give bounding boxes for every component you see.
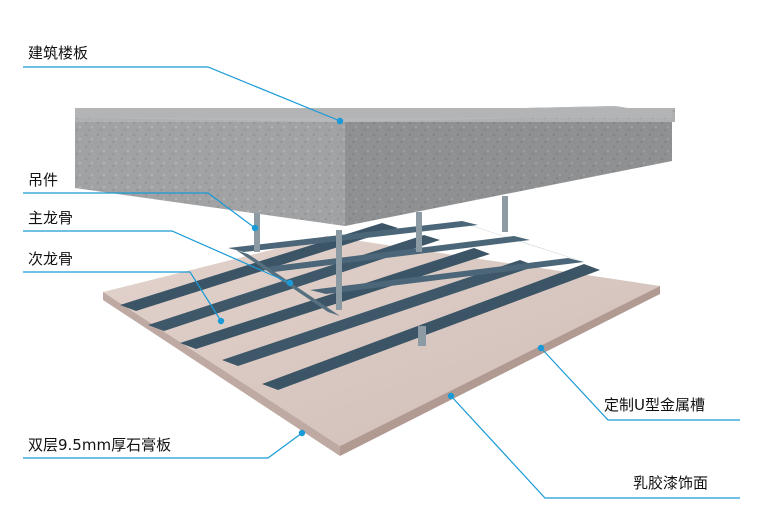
- floor-slab: [75, 106, 675, 226]
- leader-dots: [217, 117, 545, 437]
- label-floor-slab: 建筑楼板: [28, 44, 89, 62]
- dot-latex-paint: [447, 392, 455, 400]
- label-hanger: 吊件: [28, 171, 59, 189]
- label-gypsum-board: 双层9.5mm厚石膏板: [28, 436, 172, 454]
- dot-main-keel: [286, 279, 294, 287]
- dot-u-channel: [537, 344, 545, 352]
- slab-top-surface: [75, 108, 672, 118]
- leader-latex-paint: [450, 395, 740, 499]
- hangers: [254, 196, 508, 346]
- leader-secondary-keel: [23, 271, 222, 322]
- label-secondary-keel: 次龙骨: [28, 250, 74, 268]
- leader-gypsum-board: [23, 432, 303, 459]
- leader-u-channel: [540, 347, 740, 421]
- label-u-channel: 定制U型金属槽: [604, 396, 705, 414]
- leader-lines: [23, 66, 740, 499]
- label-main-keel: 主龙骨: [28, 209, 74, 227]
- leader-floor-slab: [23, 66, 341, 122]
- dot-hanger: [251, 224, 259, 232]
- label-latex-paint: 乳胶漆饰面: [633, 474, 709, 492]
- dot-floor-slab: [336, 117, 344, 125]
- dot-secondary-keel: [217, 317, 225, 325]
- dot-gypsum-board: [298, 429, 306, 437]
- leader-hanger: [23, 192, 256, 229]
- leader-main-keel: [23, 230, 291, 284]
